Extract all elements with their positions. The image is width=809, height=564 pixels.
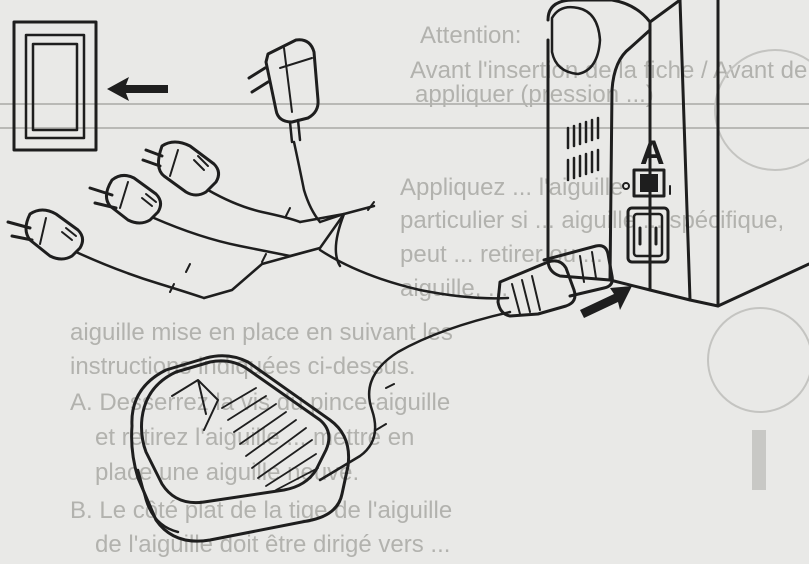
- arrow-left-icon: [107, 77, 168, 101]
- showthrough-shape: [707, 307, 809, 413]
- arrow-right-icon: [580, 286, 632, 318]
- power-inlet-socket-icon: [626, 206, 670, 264]
- sewing-machine-icon: A: [546, 0, 809, 308]
- showthrough-layer: Attention: Avant l'insertion de la fiche…: [0, 22, 809, 558]
- plug-type-a-icon: [88, 173, 292, 258]
- showthrough-shape: [752, 430, 766, 490]
- plug-type-c-icon: [141, 140, 302, 224]
- showthrough-line: et retirez l'aiguille ... mettre en: [95, 424, 414, 451]
- plug-type-euro-icon: [6, 208, 206, 300]
- showthrough-line: appliquer (pression ...): [415, 81, 654, 108]
- switch-label: A: [640, 134, 665, 172]
- showthrough-rule: [0, 127, 809, 129]
- showthrough-line: Appliquez ... l'aiguille: [400, 174, 623, 201]
- showthrough-line: B. Le côté plat de la tige de l'aiguille: [70, 497, 452, 524]
- showthrough-line: Avant l'insertion de la fiche / Avant de: [410, 57, 807, 84]
- showthrough-shape: [714, 49, 809, 171]
- power-adapter-plug-icon: [247, 38, 322, 224]
- machine-connector-plug-icon: [496, 244, 614, 318]
- foot-pedal-icon: [130, 354, 351, 543]
- foot-pedal-cable: [318, 310, 512, 482]
- showthrough-rule: [0, 103, 809, 105]
- showthrough-line: Attention:: [420, 22, 521, 49]
- power-switch-icon: [622, 168, 671, 198]
- cable-branch-lines: [169, 201, 510, 300]
- showthrough-line: A. Desserrez la vis du pince-aiguille: [70, 389, 450, 416]
- vent-grille-icon: [566, 116, 600, 182]
- wall-outlet-icon: [12, 20, 98, 152]
- showthrough-line: peut ... retirer ou ...: [400, 241, 603, 268]
- showthrough-line: de l'aiguille doit être dirigé vers ...: [95, 531, 450, 558]
- showthrough-line: particulier si ... aiguille ... spécifiq…: [400, 207, 784, 234]
- showthrough-line: aiguille mise en place en suivant les: [70, 319, 453, 346]
